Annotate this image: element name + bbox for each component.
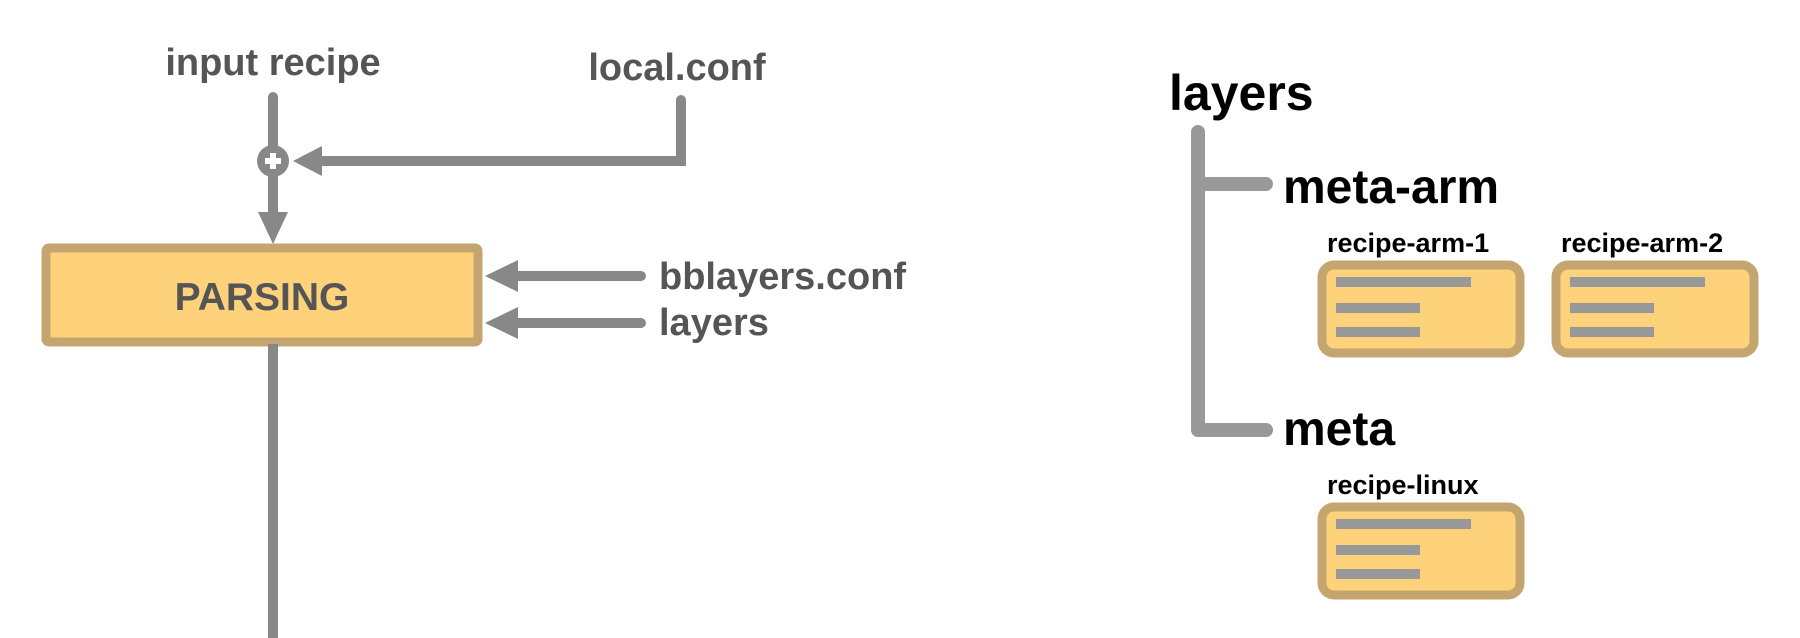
- local-conf-arrowhead: [293, 146, 322, 176]
- text-line: [1336, 303, 1420, 313]
- recipe-label: recipe-arm-1: [1327, 228, 1489, 258]
- recipe-label: recipe-arm-2: [1561, 228, 1723, 258]
- recipe-label: recipe-linux: [1327, 470, 1479, 500]
- text-line: [1336, 519, 1471, 529]
- layer-meta-label: meta: [1283, 403, 1395, 456]
- text-line: [1336, 327, 1420, 337]
- text-line: [1570, 327, 1654, 337]
- text-line: [1336, 569, 1420, 579]
- local-conf-line: [313, 95, 686, 166]
- bblayers-arrowhead: [485, 260, 518, 292]
- text-line: [1336, 277, 1471, 287]
- recipe-card: [1317, 260, 1525, 358]
- tree-connector: [1191, 125, 1273, 437]
- layers-arrowhead: [485, 307, 518, 339]
- layer-meta-arm-label: meta-arm: [1283, 161, 1499, 214]
- to-parsing-arrowhead: [258, 212, 288, 244]
- recipe-card: [1317, 502, 1525, 600]
- layers-input-label: layers: [659, 302, 769, 344]
- layers-root-label: layers: [1169, 65, 1314, 121]
- bblayers-conf-label: bblayers.conf: [659, 256, 906, 298]
- parsing-box: PARSING: [41, 243, 483, 347]
- local-conf-label: local.conf: [588, 47, 766, 89]
- text-line: [1570, 277, 1705, 287]
- merge-plus-icon: [257, 145, 289, 177]
- parsing-label: PARSING: [175, 276, 350, 319]
- recipe-card: [1551, 260, 1759, 358]
- text-line: [1570, 303, 1654, 313]
- text-line: [1336, 545, 1420, 555]
- input-recipe-label: input recipe: [165, 42, 380, 84]
